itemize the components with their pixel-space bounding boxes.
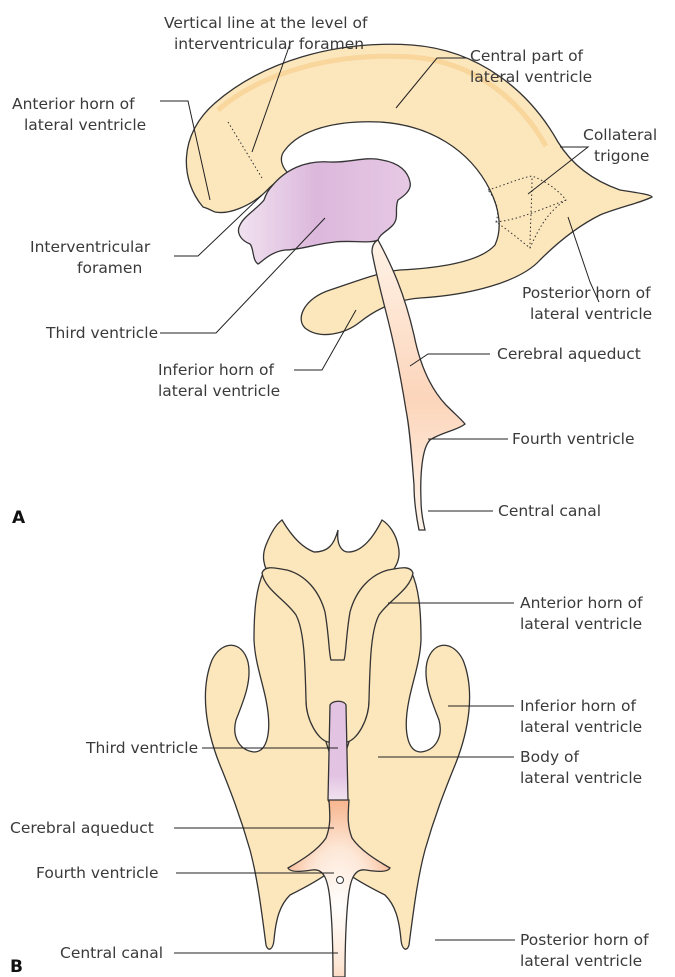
label-third-ventricle-a: Third ventricle <box>45 324 158 342</box>
panel-letter-b: B <box>10 957 23 977</box>
label-vertical-line: Vertical line at the level of interventr… <box>164 14 372 53</box>
panel-b: Anterior horn of lateral ventricle Infer… <box>10 520 653 977</box>
label-third-ventricle-b: Third ventricle <box>85 739 198 757</box>
label-inferior-horn-a: Inferior horn of lateral ventricle <box>158 361 280 400</box>
label-body-b: Body of lateral ventricle <box>520 748 642 787</box>
panel-letter-a: A <box>12 508 26 528</box>
label-inferior-horn-b: Inferior horn of lateral ventricle <box>520 697 642 736</box>
panel-a: Vertical line at the level of interventr… <box>12 14 662 530</box>
label-cerebral-aqueduct-b: Cerebral aqueduct <box>10 819 154 837</box>
label-anterior-horn-b: Anterior horn of lateral ventricle <box>520 594 648 633</box>
label-fourth-ventricle-a: Fourth ventricle <box>512 430 635 448</box>
label-posterior-horn-a: Posterior horn of lateral ventricle <box>522 284 655 323</box>
label-collateral-trigone: Collateral trigone <box>583 126 662 165</box>
label-interventricular-foramen: Interventricular foramen <box>30 238 155 277</box>
third-ventricle-b <box>328 701 348 807</box>
label-anterior-horn-a: Anterior horn of lateral ventricle <box>12 95 146 134</box>
label-cerebral-aqueduct-a: Cerebral aqueduct <box>497 345 641 363</box>
label-central-canal-b: Central canal <box>60 944 163 962</box>
label-central-canal-a: Central canal <box>498 502 601 520</box>
label-central-part: Central part of lateral ventricle <box>470 47 592 86</box>
label-fourth-ventricle-b: Fourth ventricle <box>36 864 159 882</box>
central-canal-opening-b <box>337 877 344 884</box>
label-posterior-horn-b: Posterior horn of lateral ventricle <box>520 931 653 970</box>
